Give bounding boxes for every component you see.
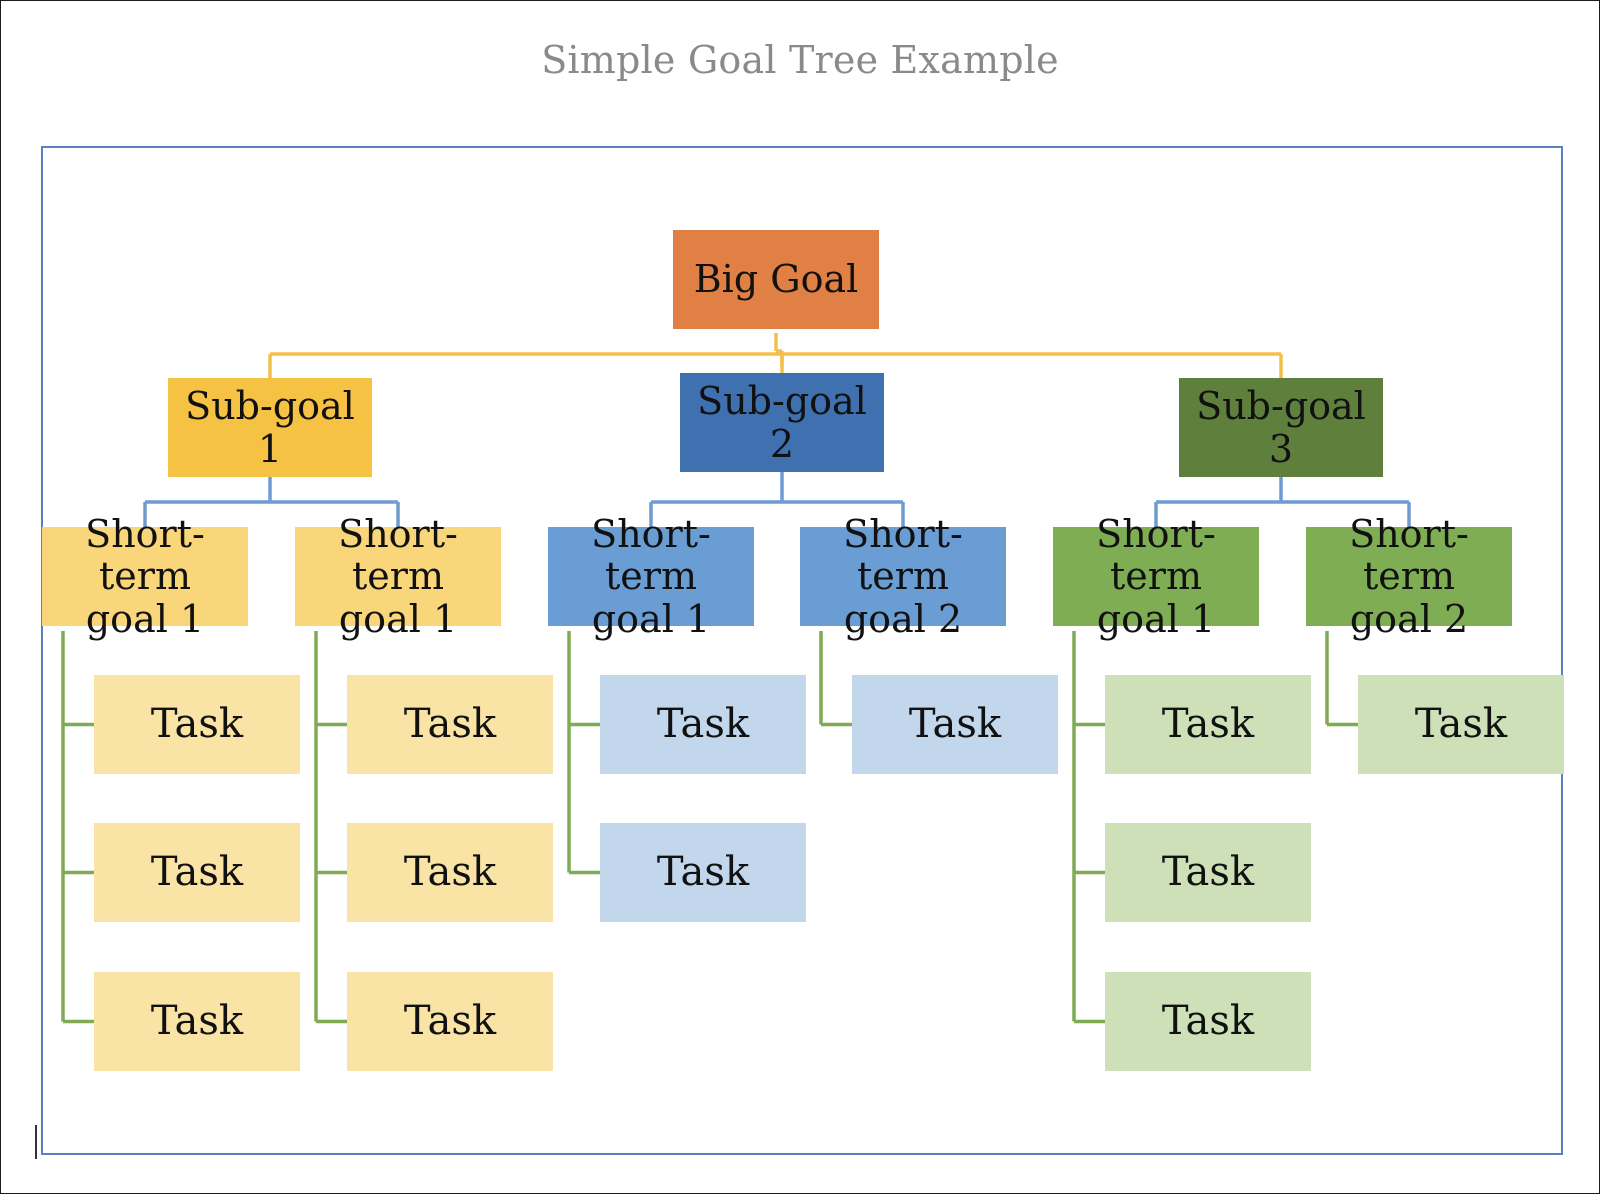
task-node[interactable]: Task [94,823,300,922]
short-term-goal-node[interactable]: Short-term goal 1 [548,512,754,640]
task-node[interactable]: Task [347,675,553,774]
text-cursor [35,1125,37,1159]
task-node[interactable]: Task [94,972,300,1071]
task-node[interactable]: Task [1105,972,1311,1071]
diagram-frame[interactable] [41,146,1563,1155]
page-title: Simple Goal Tree Example [541,38,1059,82]
subgoal-node-1[interactable]: Sub-goal 1 [168,378,372,477]
task-node[interactable]: Task [852,675,1058,774]
task-node[interactable]: Task [1105,823,1311,922]
task-node[interactable]: Task [1358,675,1564,774]
short-term-goal-node[interactable]: Short-term goal 2 [1306,512,1512,640]
task-node[interactable]: Task [600,823,806,922]
subgoal-node-3[interactable]: Sub-goal 3 [1179,378,1383,477]
task-node[interactable]: Task [600,675,806,774]
short-term-goal-node[interactable]: Short-term goal 1 [1053,512,1259,640]
task-node[interactable]: Task [1105,675,1311,774]
task-node[interactable]: Task [94,675,300,774]
short-term-goal-node[interactable]: Short-term goal 2 [800,512,1006,640]
short-term-goal-node[interactable]: Short-term goal 1 [42,512,248,640]
short-term-goal-node[interactable]: Short-term goal 1 [295,512,501,640]
root-goal-node[interactable]: Big Goal [673,230,879,329]
subgoal-node-2[interactable]: Sub-goal 2 [680,373,884,472]
task-node[interactable]: Task [347,972,553,1071]
task-node[interactable]: Task [347,823,553,922]
